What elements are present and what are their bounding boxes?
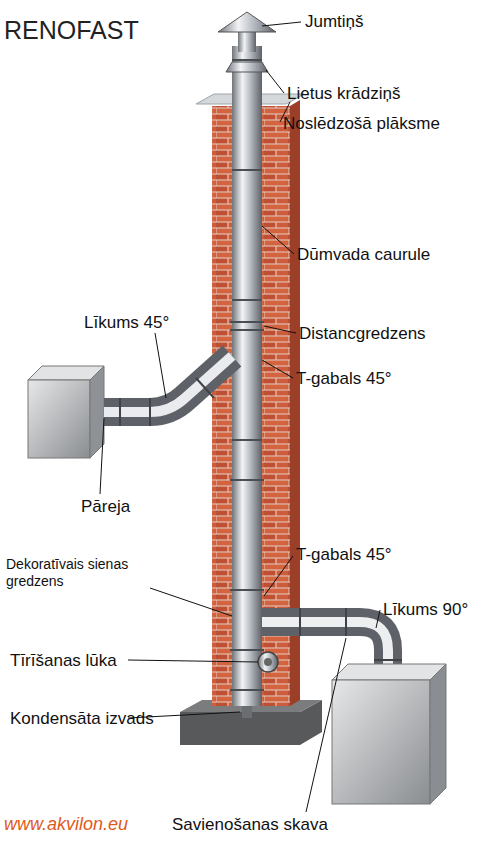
- part-label: Distancgredzens: [299, 324, 426, 343]
- part-label: Dūmvada caurule: [297, 245, 430, 264]
- part-label: Pāreja: [81, 497, 130, 516]
- part-label: Līkums 90°: [383, 600, 468, 619]
- part-label: T-gabals 45°: [296, 369, 392, 388]
- diagram-title: RENOFAST: [4, 16, 139, 45]
- part-label: Tīrīšanas lūka: [10, 651, 117, 670]
- part-label: Dekoratīvais sienas gredzens: [6, 556, 166, 590]
- part-label: Jumtiņš: [305, 12, 364, 31]
- part-label: T-gabals 45°: [296, 545, 392, 564]
- part-label: Kondensāta izvads: [10, 709, 154, 728]
- part-label: Noslēdzošā plāksme: [283, 114, 440, 133]
- part-label: Līkums 45°: [84, 313, 169, 332]
- part-label: Lietus krādziņš: [287, 84, 400, 103]
- part-label: Savienošanas skava: [172, 815, 328, 834]
- leader-lines: [100, 22, 380, 812]
- watermark: www.akvilon.eu: [4, 815, 128, 834]
